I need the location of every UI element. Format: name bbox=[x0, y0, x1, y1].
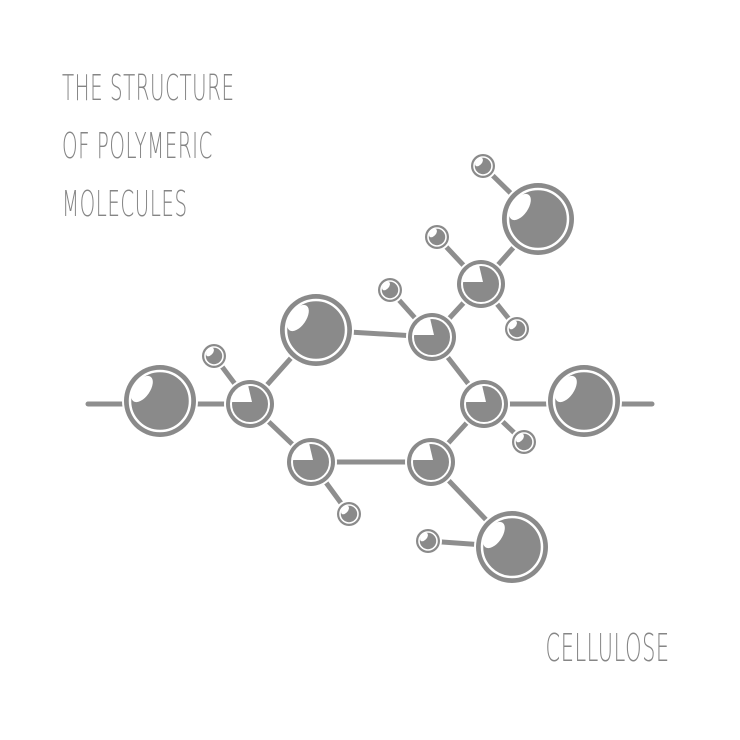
heading-line-2: OF POLYMERIC bbox=[62, 126, 213, 167]
atom-large bbox=[278, 292, 354, 368]
atom-medium bbox=[405, 436, 457, 488]
atom-medium bbox=[455, 258, 507, 310]
atom-large bbox=[500, 181, 576, 257]
atom-small bbox=[423, 223, 451, 251]
atom-medium bbox=[224, 378, 276, 430]
heading: THE STRUCTURE OF POLYMERIC MOLECULES bbox=[62, 60, 235, 234]
atom-small bbox=[335, 500, 363, 528]
atom-small bbox=[376, 276, 404, 304]
atom-medium bbox=[406, 311, 458, 363]
molecule-caption: CELLULOSE bbox=[545, 626, 670, 670]
atom-small bbox=[503, 315, 531, 343]
atom-large bbox=[546, 363, 622, 439]
atom-small bbox=[469, 152, 497, 180]
atom-small bbox=[510, 428, 538, 456]
atom-small bbox=[200, 342, 228, 370]
atom-large bbox=[474, 509, 550, 585]
atom-medium bbox=[285, 436, 337, 488]
atom-small bbox=[414, 527, 442, 555]
atom-medium bbox=[458, 378, 510, 430]
atom-large bbox=[122, 363, 198, 439]
heading-line-3: MOLECULES bbox=[62, 184, 188, 225]
heading-line-1: THE STRUCTURE bbox=[62, 68, 235, 109]
